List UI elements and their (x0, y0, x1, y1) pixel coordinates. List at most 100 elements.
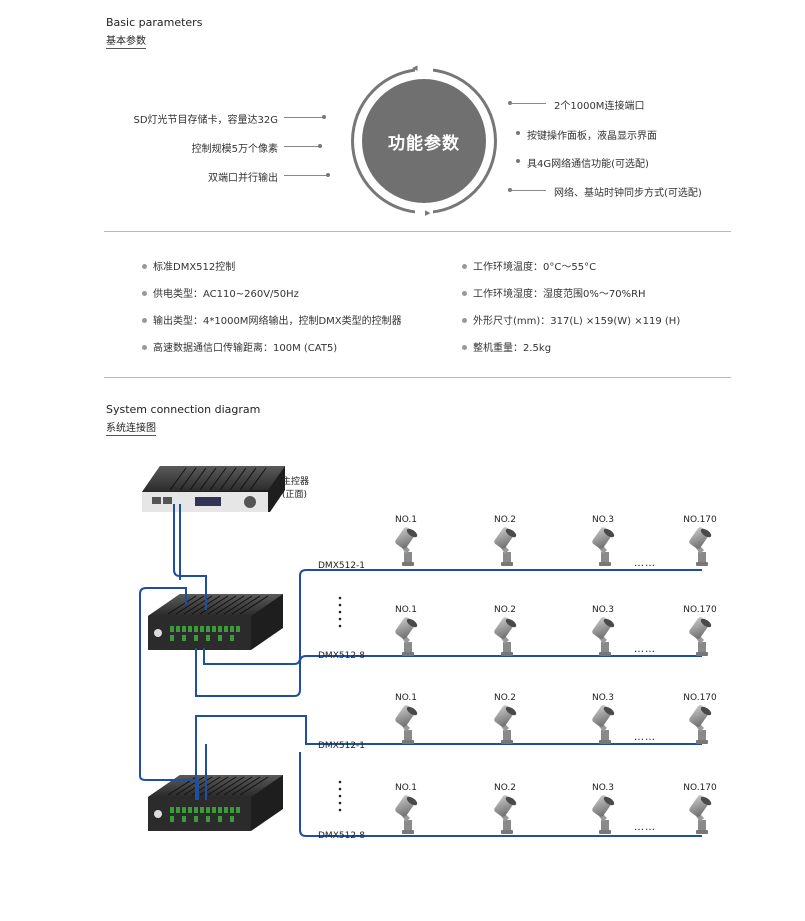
spotlight-icon (394, 794, 419, 834)
lamp-label: NO.170 (683, 605, 717, 615)
left-feature-2-dot (318, 144, 322, 148)
system-connection-diagram: 主控器 (正面) DMX512-1 DMX512-8 DMX512-1 DMX5… (139, 466, 717, 841)
spotlight-icon (688, 526, 713, 566)
spotlight-icon (688, 794, 713, 834)
param-right-4-text: 整机重量：2.5kg (473, 343, 552, 354)
lamp-row-3: NO.1 NO.2 NO.3 NO.170 …… (394, 693, 717, 744)
basic-params-title-cn: 基本参数 (106, 32, 146, 49)
lamp-label: NO.170 (683, 515, 717, 525)
lamp-row-1: NO.1 NO.2 NO.3 NO.170 …… (394, 515, 717, 569)
vertical-ellipsis-2 (338, 780, 342, 812)
horizontal-ellipsis: …… (634, 732, 656, 743)
main-controller-device (142, 466, 285, 512)
right-feature-3-dot (516, 159, 520, 163)
spotlight-icon (493, 704, 518, 744)
sub-controller-1 (147, 593, 284, 651)
left-feature-1-line (284, 117, 324, 118)
param-left-2-text: 供电类型：AC110~260V/50Hz (153, 289, 299, 300)
left-feature-3-line (284, 175, 328, 176)
param-right-4: 整机重量：2.5kg (462, 339, 551, 354)
lamp-label: NO.1 (395, 605, 417, 615)
dmx-label-2: DMX512-8 (318, 651, 365, 661)
function-params-center: 功能参数 (362, 79, 486, 203)
lamp-label: NO.3 (592, 515, 614, 525)
param-left-2: 供电类型：AC110~260V/50Hz (142, 285, 299, 300)
param-right-2: 工作环境湿度：湿度范围0%～70%RH (462, 285, 646, 300)
lamp-row-4: NO.1 NO.2 NO.3 NO.170 …… (394, 783, 717, 834)
param-right-3-text: 外形尺寸(mm)：317(L) ×159(W) ×119 (H) (473, 316, 681, 327)
spotlight-icon (394, 704, 419, 744)
param-left-3: 输出类型：4*1000M网络输出，控制DMX类型的控制器 (142, 312, 402, 327)
dmx-label-3: DMX512-1 (318, 741, 365, 751)
lamp-label: NO.2 (494, 783, 516, 793)
lamp-label: NO.1 (395, 515, 417, 525)
right-feature-4: 网络、基站时钟同步方式(可选配) (554, 188, 702, 199)
ring-arrow-bottom-icon: ▸ (425, 206, 431, 219)
spotlight-icon (394, 526, 419, 566)
lamp-label: NO.170 (683, 783, 717, 793)
basic-params-title-en: Basic parameters (106, 16, 203, 29)
vertical-ellipsis-1 (338, 596, 342, 628)
bullet-icon (142, 317, 147, 323)
right-feature-2-dot (516, 131, 520, 135)
lamp-label: NO.3 (592, 605, 614, 615)
right-feature-2: 按键操作面板，液晶显示界面 (527, 131, 657, 142)
param-left-4: 高速数据通信口传输距离：100M (CAT5) (142, 339, 337, 354)
right-feature-4-line (510, 190, 546, 191)
left-feature-1-dot (322, 115, 326, 119)
divider-bottom (104, 377, 731, 378)
horizontal-ellipsis: …… (634, 558, 656, 569)
dmx-label-4: DMX512-8 (318, 831, 365, 841)
lamp-label: NO.2 (494, 605, 516, 615)
horizontal-ellipsis: …… (634, 644, 656, 655)
param-right-2-text: 工作环境湿度：湿度范围0%～70%RH (473, 289, 646, 300)
left-feature-3-dot (326, 173, 330, 177)
spotlight-icon (493, 794, 518, 834)
horizontal-ellipsis: …… (634, 822, 656, 833)
system-diagram-heading: System connection diagram 系统连接图 (106, 403, 260, 436)
bullet-icon (462, 290, 467, 296)
param-right-3: 外形尺寸(mm)：317(L) ×159(W) ×119 (H) (462, 312, 680, 327)
ring-arrow-top-icon: ◂ (412, 61, 418, 74)
lamp-label: NO.170 (683, 693, 717, 703)
spotlight-icon (591, 794, 616, 834)
left-feature-2-line (284, 146, 320, 147)
param-left-1: 标准DMX512控制 (142, 258, 235, 273)
system-title-en: System connection diagram (106, 403, 261, 416)
param-left-3-text: 输出类型：4*1000M网络输出，控制DMX类型的控制器 (153, 316, 402, 327)
lamp-label: NO.1 (395, 693, 417, 703)
bullet-icon (462, 263, 467, 269)
param-left-1-text: 标准DMX512控制 (153, 262, 236, 273)
bullet-icon (462, 317, 467, 323)
lamp-label: NO.3 (592, 783, 614, 793)
cables (139, 504, 702, 837)
left-feature-3: 双端口并行输出 (208, 173, 278, 184)
lamp-label: NO.3 (592, 693, 614, 703)
spotlight-icon (591, 616, 616, 656)
left-feature-1: SD灯光节目存储卡，容量达32G (133, 115, 278, 126)
basic-params-heading: Basic parameters 基本参数 (106, 16, 202, 49)
bullet-icon (142, 263, 147, 269)
lamp-label: NO.2 (494, 693, 516, 703)
lamp-label: NO.1 (395, 783, 417, 793)
param-right-1: 工作环境温度：0°C～55°C (462, 258, 596, 273)
spotlight-icon (688, 704, 713, 744)
main-controller-label-1: 主控器 (282, 475, 309, 487)
spotlight-icon (591, 526, 616, 566)
lamp-label: NO.2 (494, 515, 516, 525)
spotlight-icon (493, 616, 518, 656)
bullet-icon (142, 344, 147, 350)
main-controller-label-2: (正面) (282, 489, 307, 500)
spotlight-icon (394, 616, 419, 656)
ring-gap-top (415, 64, 433, 72)
param-left-4-text: 高速数据通信口传输距离：100M (CAT5) (153, 343, 338, 354)
lamp-row-2: NO.1 NO.2 NO.3 NO.170 …… (394, 605, 717, 656)
bullet-icon (462, 344, 467, 350)
ring-gap-bottom (415, 210, 433, 218)
right-feature-1-line (510, 103, 546, 104)
spotlight-icon (493, 526, 518, 566)
divider-top (104, 231, 731, 232)
right-feature-3: 具4G网络通信功能(可选配) (527, 159, 649, 170)
right-feature-1: 2个1000M连接端口 (554, 101, 645, 112)
spotlight-icon (688, 616, 713, 656)
